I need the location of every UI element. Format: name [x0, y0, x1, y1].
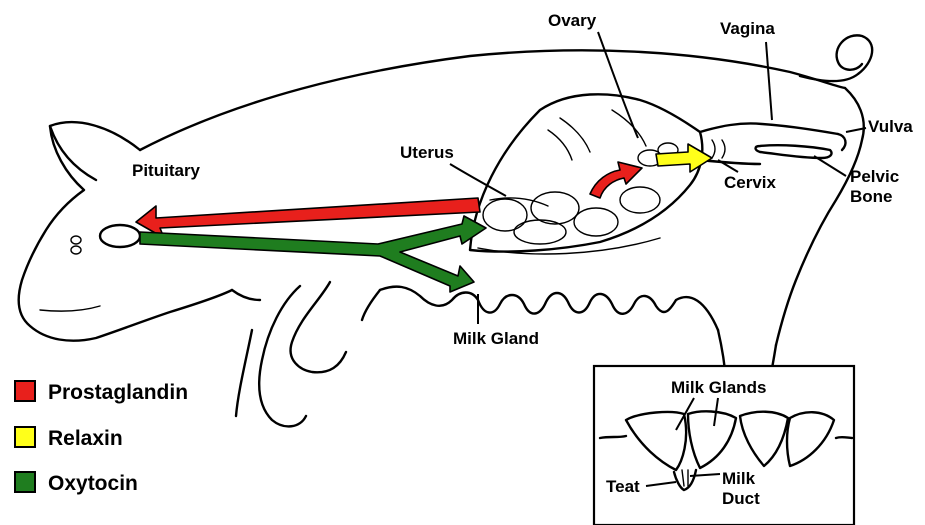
label-uterus: Uterus	[400, 143, 454, 162]
label-teat: Teat	[606, 477, 640, 496]
pointer-ovary	[598, 32, 638, 138]
pointer-pelvic-bone	[814, 156, 846, 176]
label-cervix: Cervix	[724, 173, 777, 192]
label-milk-glands: Milk Glands	[671, 378, 766, 397]
label-milk-duct-1: Milk	[722, 469, 756, 488]
label-milk-duct-2: Duct	[722, 489, 760, 508]
label-ovary: Ovary	[548, 11, 597, 30]
legend-item-prostaglandin: Prostaglandin	[15, 381, 188, 404]
inset-milk-gland-section: Milk Glands Teat Milk Duct	[594, 366, 854, 525]
legend-swatch-prostaglandin	[15, 381, 35, 401]
legend-swatch-oxytocin	[15, 472, 35, 492]
legend-item-relaxin: Relaxin	[15, 427, 123, 450]
label-vulva: Vulva	[868, 117, 913, 136]
legend-label-oxytocin: Oxytocin	[48, 472, 138, 495]
label-pelvic-bone-1: Pelvic	[850, 167, 899, 186]
oxytocin-arrow	[140, 216, 486, 292]
label-vagina: Vagina	[720, 19, 775, 38]
reproductive-tract	[470, 94, 845, 254]
pituitary-gland	[100, 225, 140, 247]
pointer-vagina	[766, 42, 772, 120]
legend: Prostaglandin Relaxin Oxytocin	[15, 381, 188, 495]
prostaglandin-arrow-to-ovary	[590, 162, 642, 198]
legend-label-prostaglandin: Prostaglandin	[48, 381, 188, 404]
legend-item-oxytocin: Oxytocin	[15, 472, 138, 495]
legend-label-relaxin: Relaxin	[48, 427, 123, 450]
relaxin-arrow	[656, 144, 712, 172]
label-pituitary: Pituitary	[132, 161, 201, 180]
legend-swatch-relaxin	[15, 427, 35, 447]
label-milk-gland: Milk Gland	[453, 329, 539, 348]
label-pelvic-bone-2: Bone	[850, 187, 893, 206]
pointer-uterus	[450, 164, 506, 196]
hormone-arrows	[136, 144, 712, 292]
